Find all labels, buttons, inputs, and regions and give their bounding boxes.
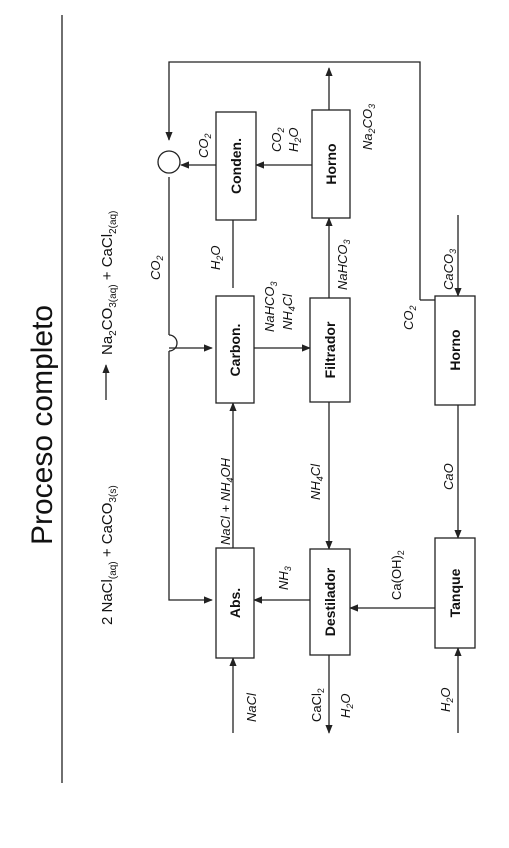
unit-horno-bottom: Horno: [434, 295, 476, 406]
unit-conden: Conden.: [215, 111, 257, 221]
loop-to-abs-arrow: [168, 351, 213, 604]
label-nacl-in: NaCl: [244, 692, 259, 722]
svg-text:Tanque: Tanque: [447, 568, 463, 617]
label-nahco3-carbon: NaHCO3: [262, 281, 279, 332]
unit-filtrador: Filtrador: [309, 297, 351, 403]
label-nh3: NH3: [276, 566, 293, 590]
unit-destilador: Destilador: [309, 548, 351, 656]
label-co2-loop: CO2: [148, 255, 165, 280]
unit-horno-top: Horno: [311, 109, 351, 219]
reaction-products: Na2CO3(aq) + CaCl2(aq): [99, 211, 119, 355]
label-na2co3: Na2CO3: [360, 104, 377, 150]
reaction-equation: 2 NaCl(aq) + CaCO3(s): [99, 485, 119, 625]
label-h2o-destilador: H2O: [338, 693, 355, 718]
svg-text:Destilador: Destilador: [322, 567, 338, 636]
co2-recycle-line: [165, 61, 421, 300]
svg-text:Abs.: Abs.: [227, 588, 243, 618]
label-co2-conden: CO2: [196, 133, 213, 158]
label-nh4cl-carbon: NH4Cl: [280, 293, 297, 330]
unit-tanque: Tanque: [434, 537, 476, 649]
label-h2o-conden: H2O: [208, 245, 225, 270]
svg-text:Horno: Horno: [447, 329, 463, 370]
unit-abs: Abs.: [215, 547, 255, 659]
label-nahco3-filtrador: NaHCO3: [335, 239, 352, 290]
page-title: Proceso completo: [26, 305, 59, 545]
svg-text:Horno: Horno: [323, 143, 339, 184]
label-cao: CaO: [441, 463, 456, 490]
label-nh4cl-filtrador: NH4Cl: [308, 463, 325, 500]
svg-text:Carbon.: Carbon.: [227, 324, 243, 377]
label-caco3-in: CaCO3: [441, 249, 458, 290]
label-nacl-nh4oh: NaCl + NH4OH: [218, 457, 235, 545]
label-co2-horno-bottom: CO2: [401, 305, 418, 330]
label-co2-horno: CO2: [269, 127, 286, 152]
label-cacl2: CaCl2: [309, 688, 326, 722]
mixing-junction: [157, 150, 181, 174]
unit-carbon: Carbon.: [215, 295, 255, 404]
svg-text:Conden.: Conden.: [228, 138, 244, 194]
label-h2o-horno: H2O: [286, 127, 303, 152]
svg-text:Filtrador: Filtrador: [322, 321, 338, 378]
label-caoh2: Ca(OH)2: [389, 550, 406, 600]
co2-loop-hop: [168, 334, 178, 352]
label-h2o-tanque: H2O: [438, 687, 455, 712]
